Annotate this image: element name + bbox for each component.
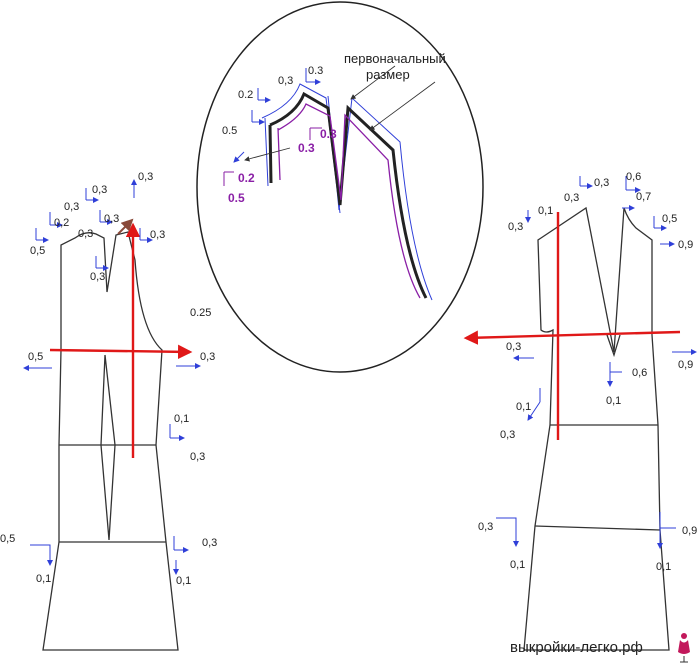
front-shift-arrow	[173, 536, 188, 550]
back-shift-arrow	[610, 362, 622, 386]
dress-form-icon	[678, 633, 690, 663]
front-label: 0,2	[54, 217, 69, 229]
back-shift-arrow	[579, 176, 592, 186]
front-shoulder-arrow	[117, 218, 134, 235]
callout-shift-arrow	[233, 151, 245, 163]
back-bust-line	[463, 330, 681, 345]
back-label: 0,9	[682, 525, 697, 537]
front-pattern-piece: 0,3 0,3 0,3 0,2 0,3 0,5 0,3 0,3 0,3 0.25…	[0, 171, 217, 651]
watermark: выкройки-легко.рф	[510, 633, 690, 663]
callout-label-purple: 0.3	[320, 127, 337, 141]
front-label: 0,5	[28, 351, 43, 363]
back-label: 0,1	[516, 401, 531, 413]
callout-note-arrow-left	[244, 147, 291, 162]
back-label: 0,7	[636, 191, 651, 203]
back-shift-arrow	[528, 388, 541, 420]
site-name: выкройки-легко.рф	[510, 639, 643, 656]
callout-shift-arrow	[257, 88, 270, 100]
callout-note-arrow-top	[350, 65, 396, 100]
front-shift-arrow	[139, 228, 152, 240]
callout-curve-blue	[261, 83, 433, 301]
callout-label-purple: 0.5	[228, 191, 245, 205]
back-label: 0,9	[678, 359, 693, 371]
front-label: 0,3	[78, 228, 93, 240]
front-label: 0,1	[174, 413, 189, 425]
callout-curve-original	[277, 103, 421, 299]
front-shift-arrow	[99, 210, 112, 222]
callout-shift-arrow-purple	[309, 127, 322, 140]
back-label: 0,3	[508, 221, 523, 233]
front-label: 0,3	[190, 451, 205, 463]
back-shift-arrow	[625, 176, 640, 190]
callout-label: 0,3	[278, 75, 293, 87]
back-shift-arrow	[496, 517, 519, 547]
front-label: 0,3	[104, 213, 119, 225]
callout-label: 0.3	[308, 65, 323, 77]
front-shift-arrow	[35, 228, 48, 240]
callout-label-purple: 0.2	[238, 171, 255, 185]
front-shift-arrow	[30, 544, 53, 566]
callout-label: 0.2	[238, 89, 253, 101]
front-label: 0,3	[200, 351, 215, 363]
back-outline	[523, 206, 670, 651]
front-label: 0,3	[150, 229, 165, 241]
back-label: 0,3	[594, 177, 609, 189]
back-label: 0,1	[606, 395, 621, 407]
neckline-callout: первоначальный размер 0,3 0.3 0.2 0.5 0.…	[196, 1, 484, 373]
front-label: 0,3	[92, 184, 107, 196]
callout-curve-current	[268, 91, 428, 299]
back-label: 0,3	[564, 192, 579, 204]
callout-note-line1: первоначальный	[344, 51, 446, 66]
back-shift-arrow	[653, 216, 666, 228]
back-label: 0,9	[678, 239, 693, 251]
front-label: 0.25	[190, 307, 211, 319]
front-label: 0,3	[138, 171, 153, 183]
front-label: 0,1	[176, 575, 191, 587]
callout-label-purple: 0.3	[298, 141, 315, 155]
front-outline	[42, 231, 179, 651]
back-label: 0,1	[656, 561, 671, 573]
back-label: 0,3	[478, 521, 493, 533]
callout-shift-arrow-purple	[223, 171, 234, 186]
front-shift-arrow	[95, 256, 108, 268]
front-label: 0,5	[0, 533, 15, 545]
back-dart-point	[606, 334, 621, 358]
callout-shift-arrow	[305, 68, 320, 82]
back-label: 0,5	[662, 213, 677, 225]
back-label: 0,1	[510, 559, 525, 571]
back-label: 0,3	[506, 341, 521, 353]
back-shift-arrow	[660, 512, 676, 548]
front-shift-arrow	[49, 212, 62, 225]
back-label: 0,6	[632, 367, 647, 379]
front-label: 0,3	[202, 537, 217, 549]
front-hem-line	[59, 444, 166, 543]
callout-label: 0.5	[222, 125, 237, 137]
back-label: 0,1	[538, 205, 553, 217]
back-hem-line	[534, 424, 661, 531]
callout-note-arrow-bottom	[369, 81, 436, 131]
front-label: 0,1	[36, 573, 51, 585]
front-bust-line	[49, 344, 193, 360]
front-shift-arrow	[85, 188, 98, 200]
front-label: 0,5	[30, 245, 45, 257]
front-label: 0,3	[64, 201, 79, 213]
callout-shift-arrow	[251, 110, 264, 122]
front-waist-dart	[100, 354, 116, 541]
back-pattern-piece: 0,3 0,6 0,1 0,3 0,7 0,3 0,5 0,9 0,3 0,6 …	[463, 171, 697, 651]
back-label: 0,6	[626, 171, 641, 183]
callout-ellipse	[196, 1, 484, 373]
front-shift-arrow	[169, 424, 184, 438]
back-label: 0,3	[500, 429, 515, 441]
front-label: 0,3	[90, 271, 105, 283]
callout-note-line2: размер	[366, 67, 410, 82]
